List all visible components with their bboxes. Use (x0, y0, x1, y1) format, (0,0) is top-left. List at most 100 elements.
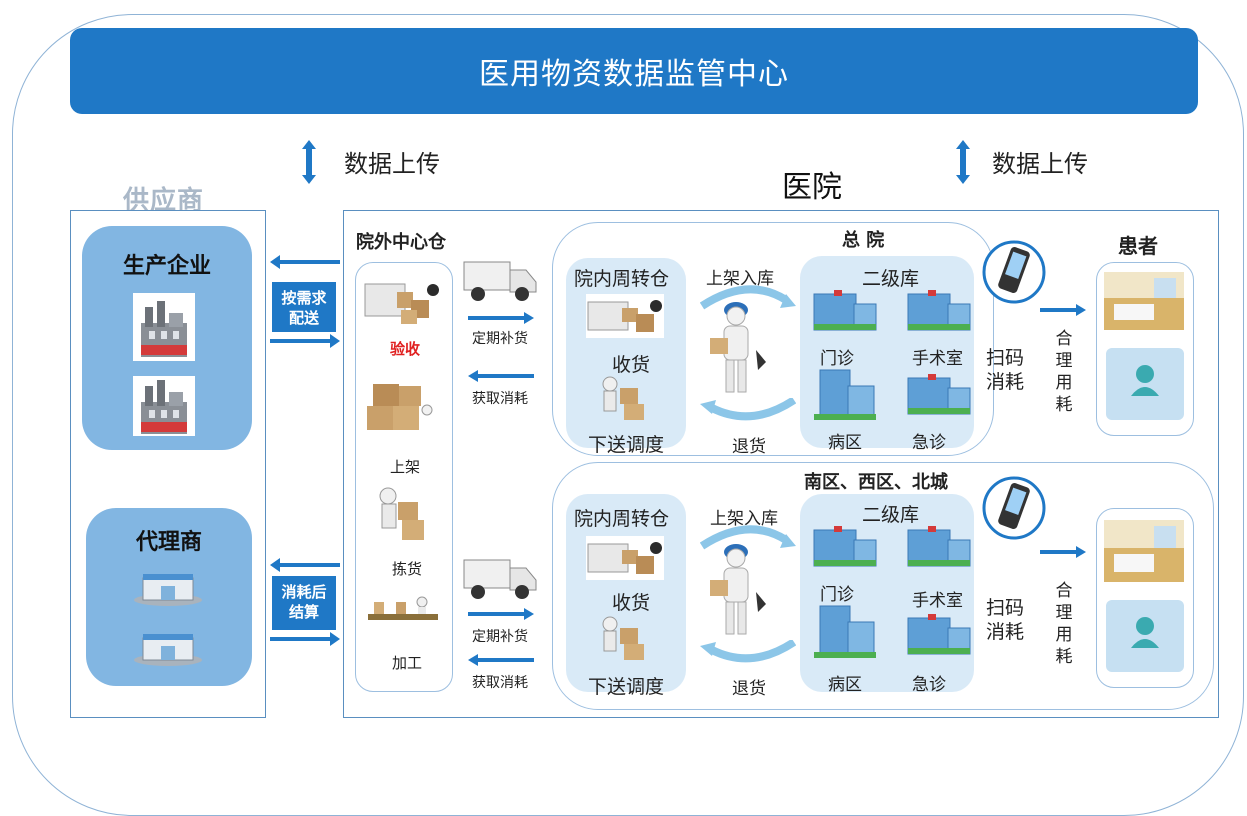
arrow-right-icon (270, 632, 340, 646)
on-demand-line2: 配送 (288, 309, 319, 327)
curved-arrow-right-icon (700, 525, 796, 550)
arrow-left-icon (468, 370, 534, 382)
flow-replenish: 定期补货 (472, 331, 528, 347)
scan-line1: 扫码 (986, 597, 1025, 619)
secondary-warehouse-panel (800, 494, 974, 692)
building-icon (810, 524, 880, 570)
building-icon (810, 288, 880, 334)
unit-outpatient: 门诊 (820, 349, 854, 369)
scan-consume: 扫码 消耗 (986, 346, 1024, 394)
step-shelve: 上架 (390, 458, 421, 476)
unit-emergency: 急诊 (912, 433, 946, 453)
step-process: 加工 (392, 654, 423, 672)
secondary-title: 二级库 (862, 268, 920, 290)
arrow-right-icon (468, 312, 534, 324)
upload-label-right: 数据上传 (992, 150, 1088, 178)
settlement-line1: 消耗后 (281, 583, 327, 601)
shop-icon (133, 568, 203, 606)
curved-arrow-right-icon (700, 285, 796, 310)
flow-consume: 获取消耗 (472, 675, 528, 691)
boxes-icon (363, 376, 435, 436)
truck-icon (462, 258, 538, 304)
unit-emergency: 急诊 (912, 675, 946, 695)
shop-icon (133, 628, 203, 666)
building-icon (904, 524, 974, 570)
turnover-title: 院内周转仓 (574, 508, 670, 530)
reasonable-char: 用 (1055, 625, 1073, 645)
curved-arrow-left-icon (700, 398, 796, 421)
curved-arrow-left-icon (700, 640, 796, 663)
building-icon (904, 612, 974, 658)
boxes-truck-icon (586, 536, 664, 580)
dispatch-label: 下送调度 (588, 434, 665, 456)
phone-scanner-icon (980, 238, 1050, 308)
flow-replenish: 定期补货 (472, 629, 528, 645)
shelf-in-label: 上架入库 (706, 269, 774, 289)
arrow-left-icon (468, 654, 534, 666)
patient-icon (1131, 617, 1159, 648)
arrow-right-icon (1040, 304, 1086, 316)
ward-photo-icon (1104, 520, 1184, 582)
building-icon (904, 288, 974, 334)
manufacturer-title: 生产企业 (122, 254, 211, 279)
up-down-arrow-icon (956, 140, 970, 184)
worker-boxes-icon (368, 484, 434, 546)
hospital-title: 医院 (782, 170, 842, 205)
banner-title: 医用物资数据监管中心 (70, 28, 1198, 114)
phone-scanner-icon (980, 474, 1050, 544)
upload-label-left: 数据上传 (344, 150, 440, 178)
reasonable-char: 理 (1055, 351, 1073, 371)
reasonable-use-vertical: 合 理 用 耗 (1054, 328, 1074, 416)
agent-card: 代理商 (86, 508, 252, 686)
return-label: 退货 (732, 679, 766, 699)
on-demand-delivery-box: 按需求 配送 (272, 282, 336, 332)
central-warehouse-title: 院外中心仓 (356, 232, 446, 253)
factory-icon (133, 293, 195, 361)
agent-title: 代理商 (135, 530, 202, 555)
scan-line2: 消耗 (986, 371, 1025, 393)
on-demand-line1: 按需求 (281, 289, 327, 307)
scan-consume: 扫码 消耗 (986, 596, 1024, 644)
unit-surgery: 手术室 (912, 349, 963, 369)
building-icon (810, 604, 880, 662)
ward-photo-icon (1104, 272, 1184, 330)
worker-icon (706, 298, 772, 398)
arrow-right-icon (1040, 546, 1086, 558)
step-pick: 拣货 (392, 560, 423, 578)
boxes-truck-icon (586, 294, 664, 338)
up-down-arrow-icon (302, 140, 316, 184)
shelf-in-label: 上架入库 (710, 509, 778, 529)
flow-consume: 获取消耗 (472, 391, 528, 407)
worker-boxes-icon (596, 374, 652, 422)
unit-outpatient: 门诊 (820, 585, 854, 605)
reasonable-char: 用 (1055, 373, 1073, 393)
arrow-right-icon (270, 334, 340, 348)
reasonable-char: 耗 (1055, 395, 1073, 415)
worker-icon (706, 540, 772, 640)
conveyor-icon (366, 592, 440, 632)
reasonable-char: 理 (1055, 603, 1073, 623)
boxes-truck-icon (363, 272, 443, 330)
patient-title: 患者 (1118, 234, 1158, 258)
reasonable-char: 合 (1055, 329, 1073, 349)
turnover-title: 院内周转仓 (574, 268, 670, 290)
worker-boxes-icon (596, 614, 652, 662)
patient-card (1106, 348, 1184, 420)
patient-card (1106, 600, 1184, 672)
receive-label: 收货 (612, 592, 651, 614)
truck-icon (462, 556, 538, 602)
secondary-title: 二级库 (862, 504, 920, 526)
scan-line2: 消耗 (986, 621, 1025, 643)
arrow-right-icon (468, 608, 534, 620)
patient-icon (1131, 365, 1159, 396)
building-icon (904, 372, 974, 418)
dispatch-label: 下送调度 (588, 676, 665, 698)
reasonable-char: 耗 (1055, 647, 1073, 667)
reasonable-use-vertical: 合 理 用 耗 (1054, 580, 1074, 668)
factory-icon (133, 376, 195, 436)
building-icon (810, 368, 880, 424)
receive-label: 收货 (612, 354, 651, 376)
unit-ward: 病区 (828, 675, 862, 695)
settlement-line2: 结算 (288, 603, 319, 621)
arrow-left-icon (270, 255, 340, 269)
